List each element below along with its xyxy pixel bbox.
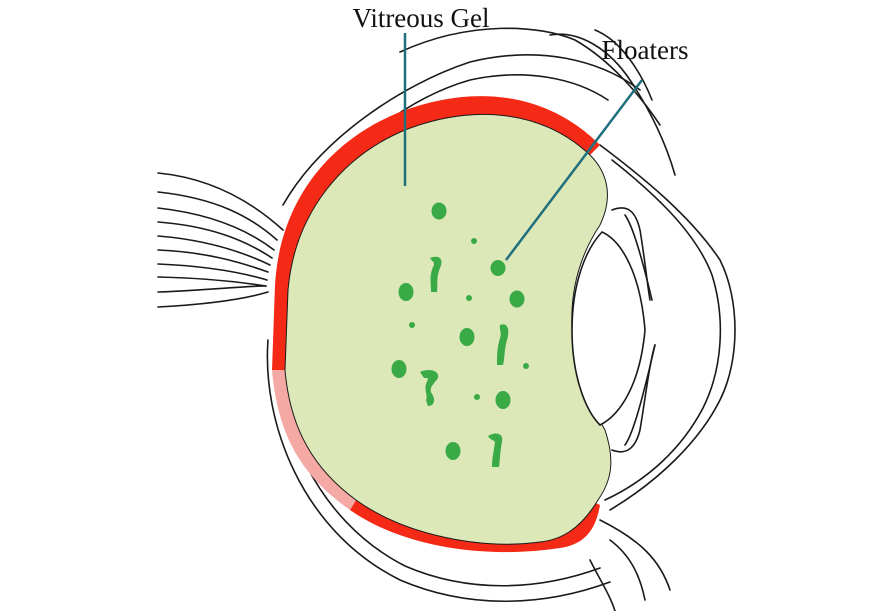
retina — [272, 96, 600, 370]
floaters-leader-line — [505, 79, 643, 261]
floater-dot — [391, 360, 407, 378]
floater-dot — [459, 328, 475, 346]
floater-dot — [495, 391, 511, 409]
floater-dot — [409, 322, 415, 328]
floater-dot — [490, 260, 506, 276]
floaters-cluster — [391, 202, 529, 467]
floater-dot — [445, 442, 461, 460]
floater-strand — [488, 433, 503, 467]
floater-dot — [431, 202, 447, 220]
floater-strand — [430, 256, 442, 292]
floaters-label: Floaters — [602, 35, 689, 65]
floater-dot — [466, 295, 472, 301]
floater-dot — [523, 363, 529, 369]
floater-strand — [497, 324, 509, 365]
eyelid-cornea — [399, 27, 736, 611]
floater-dot — [471, 238, 477, 244]
vitreous-gel-label: Vitreous Gel — [352, 3, 489, 33]
optic-nerve — [157, 172, 284, 308]
floater-dot — [474, 394, 480, 400]
floater-strand — [420, 370, 439, 406]
retina-lower — [350, 500, 600, 553]
floater-dot — [398, 283, 414, 301]
lens — [571, 231, 646, 426]
iris-ciliary — [611, 207, 656, 453]
detached-retina — [272, 370, 356, 510]
floater-dot — [509, 290, 525, 308]
